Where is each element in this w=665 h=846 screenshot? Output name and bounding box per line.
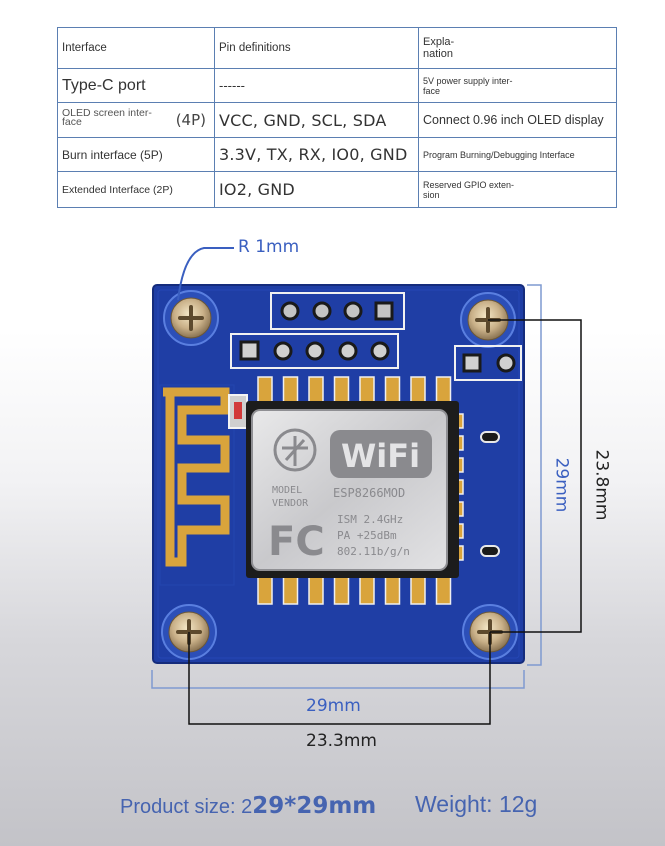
header-explanation: Expla- nation	[418, 27, 617, 69]
radius-label: R 1mm	[238, 237, 300, 257]
row-pins: IO2, GND	[214, 171, 419, 208]
width-dimension	[151, 670, 525, 689]
product-weight: Weight: 12g	[415, 791, 538, 817]
svg-text:MODEL: MODEL	[272, 485, 302, 496]
table-row: Type-C port ------ 5V power supply inter…	[57, 68, 617, 103]
svg-text:VENDOR: VENDOR	[272, 498, 309, 509]
row-interface: OLED screen inter- face (4P)	[57, 102, 215, 138]
hole-spacing-v-label: 23.8mm	[591, 449, 612, 521]
row-pins: ------	[214, 68, 419, 103]
row-interface-name: OLED screen inter- face	[62, 107, 152, 128]
table-row: Burn interface (5P) 3.3V, TX, RX, IO0, G…	[57, 137, 617, 172]
svg-text:ISM 2.4GHz: ISM 2.4GHz	[337, 513, 403, 526]
product-size: Product size: 229*29mm	[120, 793, 376, 819]
module-pins-top	[257, 376, 452, 408]
header-interface: Interface	[57, 27, 215, 69]
burn-header-5p	[230, 333, 399, 369]
oled-header-4p	[270, 292, 405, 330]
product-size-value: 29*29mm	[252, 793, 377, 819]
svg-text:FC: FC	[268, 519, 325, 565]
svg-text:802.11b/g/n: 802.11b/g/n	[337, 545, 410, 558]
extended-header-2p	[454, 345, 522, 381]
module-markings: WiFi MODEL VENDOR ESP8266MOD FC ISM 2.4G…	[268, 428, 432, 565]
board-height-label: 29mm	[551, 457, 572, 513]
row-interface: Extended Interface (2P)	[57, 171, 215, 208]
header-pins: Pin definitions	[214, 27, 419, 69]
row-explanation: Program Burning/Debugging Interface	[418, 137, 617, 172]
svg-text:ESP8266MOD: ESP8266MOD	[333, 486, 405, 500]
row-pins: VCC, GND, SCL, SDA	[214, 102, 419, 138]
row-explanation: Connect 0.96 inch OLED display	[418, 102, 617, 138]
pcb-antenna	[163, 387, 230, 567]
svg-text:WiFi: WiFi	[341, 437, 420, 475]
board-illustration: WiFi MODEL VENDOR ESP8266MOD FC ISM 2.4G…	[151, 247, 582, 725]
row-interface: Burn interface (5P)	[57, 137, 215, 172]
svg-text:PA +25dBm: PA +25dBm	[337, 529, 397, 542]
board-width-label: 29mm	[306, 696, 361, 716]
height-dimension	[527, 284, 542, 666]
product-size-label: Product size: 2	[120, 796, 253, 818]
hole-spacing-h-label: 23.3mm	[306, 731, 377, 751]
row-pins: 3.3V, TX, RX, IO0, GND	[214, 137, 419, 172]
row-interface: Type-C port	[57, 68, 215, 103]
row-explanation: Reserved GPIO exten- sion	[418, 171, 617, 208]
spec-table: Interface Pin definitions Expla- nation …	[57, 27, 617, 208]
table-header-row: Interface Pin definitions Expla- nation	[57, 27, 617, 69]
hole-spacing-v	[488, 319, 582, 633]
table-row: Extended Interface (2P) IO2, GND Reserve…	[57, 171, 617, 208]
row-interface-tag: (4P)	[175, 111, 206, 129]
screw-top-left	[163, 290, 219, 346]
table-row: OLED screen inter- face (4P) VCC, GND, S…	[57, 102, 617, 138]
row-explanation: 5V power supply inter- face	[418, 68, 617, 103]
radius-callout	[177, 247, 234, 301]
hole-spacing-h	[188, 632, 491, 725]
